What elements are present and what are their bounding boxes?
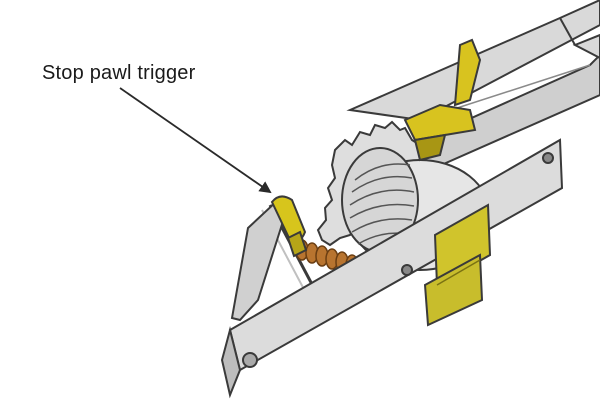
callout-label: Stop pawl trigger bbox=[42, 62, 196, 84]
stop-pawl-trigger bbox=[270, 195, 308, 258]
callout-arrow bbox=[119, 87, 272, 194]
clamp bbox=[403, 38, 482, 162]
slide-plate bbox=[423, 203, 492, 327]
frame-rail bbox=[220, 138, 564, 399]
